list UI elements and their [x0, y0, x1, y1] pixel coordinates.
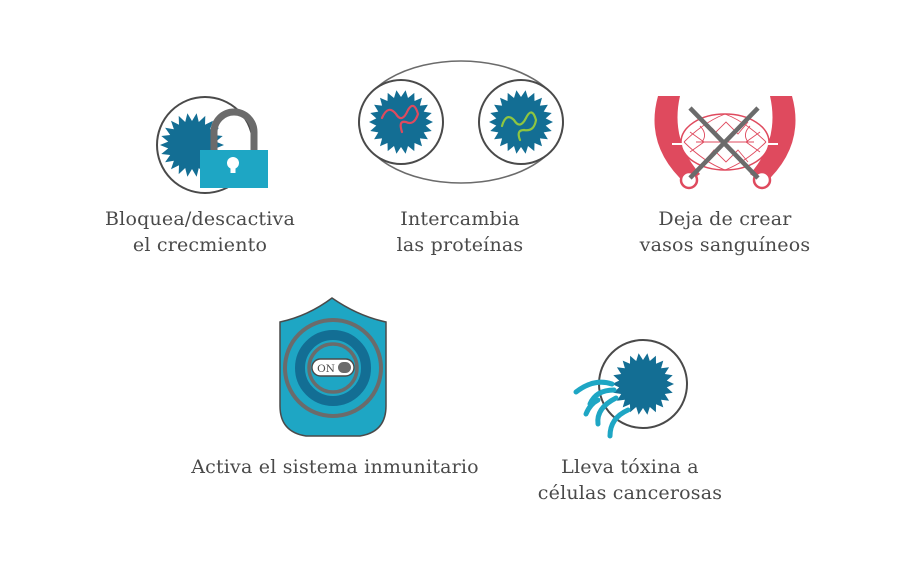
lock-cell-icon	[156, 96, 268, 194]
caption-line: Intercambia	[400, 208, 520, 230]
blood-vessel-crossed-icon	[654, 96, 796, 190]
caption-line: Lleva tóxina a	[561, 456, 699, 478]
caption-toxin: Lleva tóxina a células cancerosas	[520, 454, 740, 506]
caption-line: las proteínas	[396, 234, 524, 256]
caption-line: el crecmiento	[132, 234, 268, 256]
caption-activate-immune: Activa el sistema inmunitario	[170, 454, 500, 480]
caption-line: vasos sanguíneos	[639, 234, 811, 256]
cancer-cell-icon	[489, 90, 553, 154]
caption-stop-vessels: Deja de crear vasos sanguíneos	[605, 206, 845, 258]
caption-line: Deja de crear	[658, 208, 792, 230]
toxin-cell-icon	[573, 339, 688, 439]
protein-exchange-icon	[358, 60, 564, 184]
caption-line: Activa el sistema inmunitario	[191, 456, 479, 478]
cancer-cell-icon	[612, 353, 674, 415]
caption-exchange-proteins: Intercambia las proteínas	[340, 206, 580, 258]
shield-on-switch-icon: ON	[279, 297, 387, 437]
caption-block-growth: Bloquea/descactiva el crecmiento	[70, 206, 330, 258]
caption-line: células cancerosas	[537, 482, 723, 504]
switch-label: ON	[317, 363, 335, 375]
caption-line: Bloquea/descactiva	[105, 208, 295, 230]
